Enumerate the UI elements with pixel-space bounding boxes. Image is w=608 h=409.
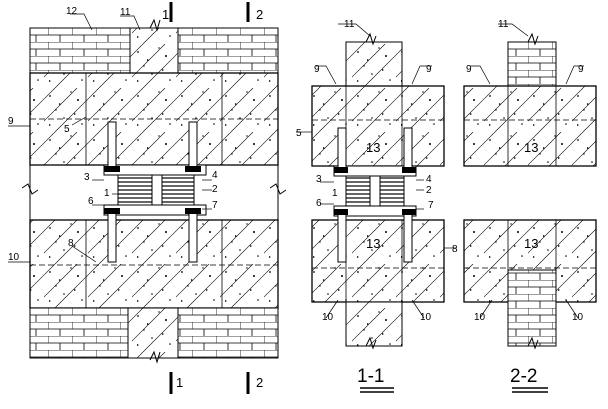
s2-label-13-lower: 13 (524, 236, 538, 251)
s1-label-13-lower: 13 (366, 236, 380, 251)
lower-beam (29, 219, 279, 309)
callout-12: 12 (66, 6, 78, 17)
section-title-2-2: 2-2 (510, 366, 537, 387)
callout-5: 5 (64, 124, 70, 135)
upper-anchor-right (188, 121, 198, 171)
callout-4: 4 (212, 170, 218, 181)
s1-callout-11: 11 (344, 19, 355, 30)
s2-callout-11: 11 (498, 19, 509, 30)
section-1-lower-column (345, 301, 403, 347)
s1-callout-3: 3 (316, 174, 322, 185)
callout-6: 6 (88, 196, 94, 207)
section-2-upper-beam (463, 85, 597, 167)
s1-callout-6: 6 (316, 198, 322, 209)
s1-callout-1: 1 (332, 188, 338, 199)
s1-callout-4: 4 (426, 174, 432, 185)
s1-callout-2: 2 (426, 185, 432, 196)
s2-label-13-upper: 13 (524, 140, 538, 155)
callout-2: 2 (212, 184, 218, 195)
s1-callout-9-left: 9 (314, 64, 320, 75)
callout-7: 7 (212, 200, 218, 211)
lower-anchor-right (188, 211, 198, 263)
section-1-1-labels: 11 9 9 5 13 3 4 2 1 6 7 13 8 10 10 1-1 (296, 19, 458, 393)
s2-callout-9-left: 9 (466, 64, 472, 75)
callout-1: 1 (104, 188, 110, 199)
s1-callout-5: 5 (296, 128, 302, 139)
s1-callout-9-right: 9 (426, 64, 432, 75)
section-mark-1-bottom: 1 (176, 375, 183, 390)
s1-callout-7: 7 (428, 200, 434, 211)
section-2-2-drawing (463, 23, 597, 350)
s1-callout-10-left: 10 (322, 312, 334, 323)
callout-9: 9 (8, 116, 14, 127)
left-elevation (8, 2, 287, 394)
section-mark-2-top: 2 (256, 7, 263, 22)
s2-callout-9-right: 9 (578, 64, 584, 75)
left-elevation-labels: 12 11 1 2 9 5 3 4 2 1 6 7 8 10 1 2 (8, 6, 263, 390)
section-mark-1-top: 1 (162, 7, 169, 22)
section-1-lower-beam (311, 219, 445, 303)
lower-column (127, 307, 179, 359)
s2-callout-10-left: 10 (474, 312, 486, 323)
section-2-lower-wall (507, 269, 557, 347)
s1-callout-8: 8 (452, 244, 458, 255)
section-1-upper-beam (311, 85, 445, 167)
callout-3: 3 (84, 172, 90, 183)
section-1-upper-column (345, 41, 403, 87)
section-title-1-1: 1-1 (357, 366, 384, 387)
section-2-2-labels: 11 9 9 13 13 10 10 2-2 (466, 19, 584, 393)
upper-anchor-left (107, 121, 117, 171)
section-2-upper-wall (507, 41, 557, 87)
lower-anchor-left (107, 211, 117, 263)
callout-11: 11 (120, 7, 131, 18)
callout-10: 10 (8, 252, 20, 263)
section-1-1-drawing (296, 23, 456, 350)
section-mark-2-bottom: 2 (256, 375, 263, 390)
s1-label-13-upper: 13 (366, 140, 380, 155)
s1-callout-10-right: 10 (420, 312, 432, 323)
upper-column (129, 27, 179, 74)
s2-callout-10-right: 10 (572, 312, 584, 323)
callout-8: 8 (68, 238, 74, 249)
